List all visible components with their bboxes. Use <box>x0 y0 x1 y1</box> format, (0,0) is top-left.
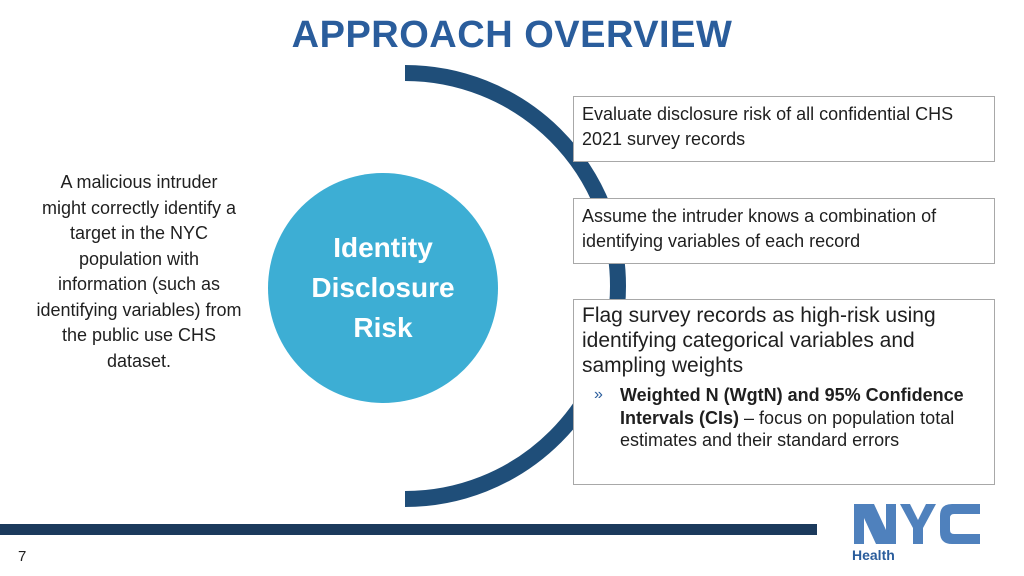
bullet-chevron-icon: » <box>594 386 603 403</box>
step-box-3: Flag survey records as high-risk using i… <box>573 299 995 485</box>
bullet-rest-text: – focus on population total estimates an… <box>620 407 955 451</box>
intro-text: A malicious intruder might correctly ide… <box>36 172 242 371</box>
logo-label: Health <box>852 547 895 563</box>
step-box-2-text: Assume the intruder knows a combination … <box>582 206 937 251</box>
step-box-1: Evaluate disclosure risk of all confiden… <box>573 96 995 162</box>
identity-disclosure-circle: Identity Disclosure Risk <box>268 173 498 403</box>
bullet-text: Weighted N (WgtN) and 95% Confidence Int… <box>620 384 986 452</box>
slide-title: APPROACH OVERVIEW <box>291 14 733 56</box>
footer-bar <box>0 524 817 535</box>
page-number: 7 <box>18 548 27 565</box>
step-box-3-text: Flag survey records as high-risk using i… <box>582 304 936 377</box>
step-box-3-bullet: » Weighted N (WgtN) and 95% Confidence I… <box>582 384 986 452</box>
step-box-1-text: Evaluate disclosure risk of all confiden… <box>582 104 954 149</box>
circle-line-2: Disclosure <box>311 272 455 303</box>
step-box-2: Assume the intruder knows a combination … <box>573 198 995 264</box>
nyc-logo-icon <box>854 504 980 544</box>
circle-line-3: Risk <box>353 312 413 343</box>
circle-line-1: Identity <box>333 232 433 263</box>
bullet-bold-text: Weighted N (WgtN) and 95% Confidence Int… <box>620 385 964 428</box>
